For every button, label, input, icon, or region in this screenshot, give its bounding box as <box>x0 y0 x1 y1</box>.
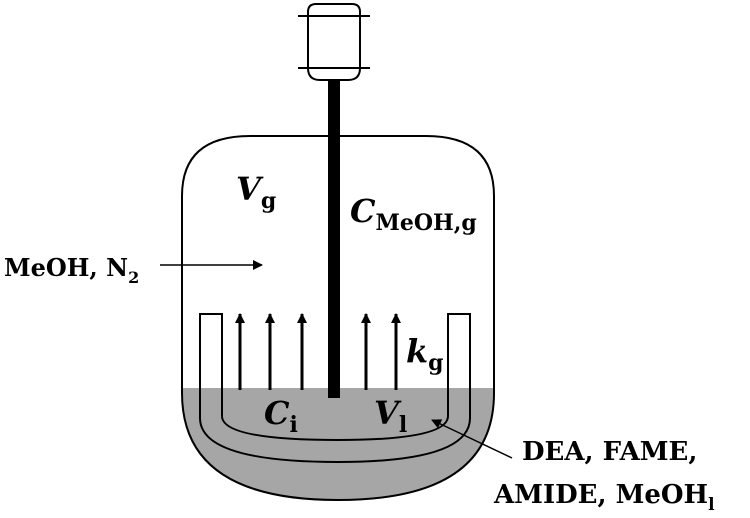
reactor-vessel <box>181 135 495 502</box>
motor <box>298 3 370 81</box>
interface-conc-label: Ci <box>264 394 298 438</box>
methanol-gas-conc-label: CMeOH,g <box>350 192 477 236</box>
stirrer-shaft <box>328 80 340 398</box>
mass-transfer-arrows <box>235 313 401 390</box>
reactor-baffle <box>199 313 471 464</box>
liquid-components-line2: AMIDE, MeOHl <box>493 480 715 515</box>
liquid-volume-label: Vl <box>374 394 407 438</box>
liquid-pointer-arrow <box>431 419 513 459</box>
gas-volume-label: Vg <box>236 170 276 214</box>
gas-feed-label: MeOH, N2 <box>4 253 139 287</box>
mass-transfer-coeff-label: kg <box>406 332 444 376</box>
liquid-components-line1: DEA, FAME, <box>522 437 697 467</box>
